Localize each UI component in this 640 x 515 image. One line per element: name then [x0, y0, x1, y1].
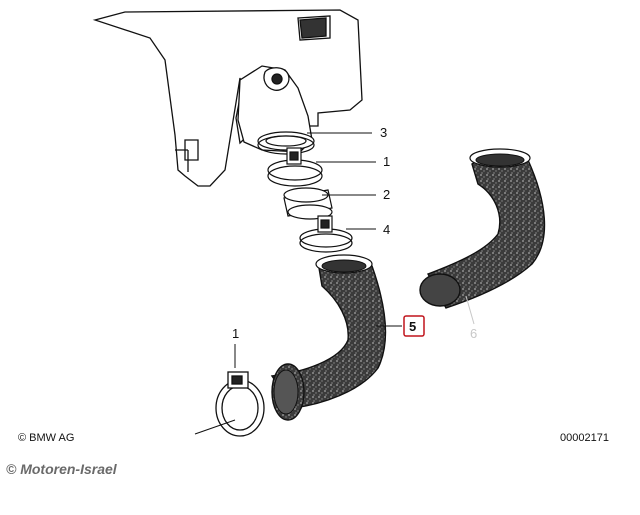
- callout-6: 6: [470, 326, 477, 341]
- callout-3: 3: [380, 125, 387, 140]
- part-4-hose-clamp: [299, 215, 353, 253]
- part-1-hose-clamp-top: [267, 147, 323, 187]
- part-6-alternate-hose: [419, 148, 546, 309]
- copyright-label: © BMW AG: [18, 432, 75, 444]
- part-5-intake-hose: [270, 254, 387, 421]
- part-2-sleeve: [283, 187, 333, 220]
- intake-housing: [92, 9, 363, 187]
- highlight-box-callout-5: [403, 315, 425, 337]
- leader-lines: [194, 132, 475, 435]
- callout-4: 4: [383, 222, 390, 237]
- callout-1-bottom: 1: [232, 326, 239, 341]
- callout-1-top: 1: [383, 154, 390, 169]
- part-3-seal-ring: [257, 131, 315, 155]
- watermark: © Motoren-Israel: [6, 461, 117, 477]
- reference-code: 00002171: [560, 432, 609, 444]
- callout-5[interactable]: 5: [409, 319, 416, 334]
- part-1-hose-clamp-bottom: [215, 371, 265, 437]
- callout-2: 2: [383, 187, 390, 202]
